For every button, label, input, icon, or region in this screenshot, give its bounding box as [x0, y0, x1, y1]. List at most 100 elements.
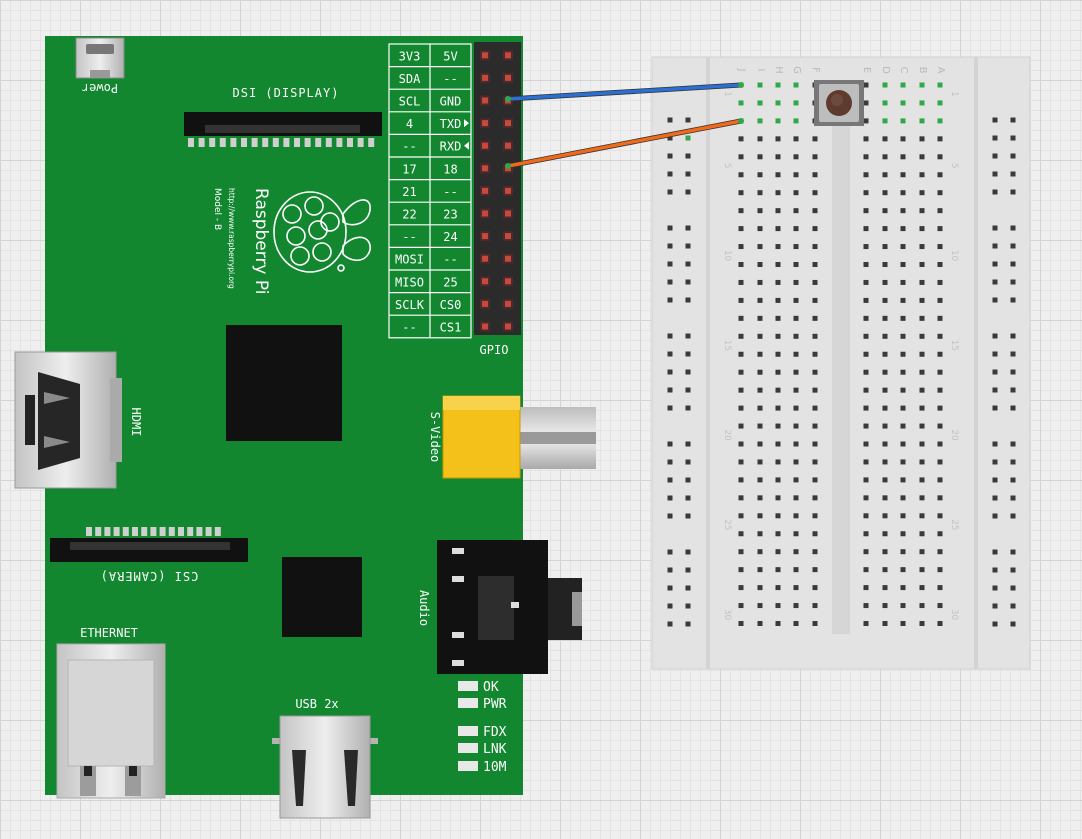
breadboard-hole	[919, 477, 925, 483]
breadboard-hole	[882, 136, 888, 142]
power-rail-hole	[685, 477, 691, 483]
breadboard-column-label: B	[917, 67, 928, 74]
breadboard-hole	[937, 208, 943, 214]
breadboard-hole	[882, 172, 888, 178]
breadboard-hole	[882, 208, 888, 214]
power-rail-hole	[667, 369, 673, 375]
gpio-pin-label: SCL	[399, 94, 421, 108]
breadboard-hole	[919, 387, 925, 393]
gpio-pin-label: MISO	[395, 275, 424, 289]
breadboard-hole	[900, 441, 906, 447]
breadboard-hole	[863, 513, 869, 519]
gpio-pin-label: 18	[443, 162, 457, 176]
breadboard-hole	[738, 351, 744, 357]
gpio-pin-label: MOSI	[395, 253, 424, 267]
power-rail-hole	[1010, 297, 1016, 303]
breadboard-hole	[863, 190, 869, 196]
pushbutton[interactable]	[814, 80, 864, 126]
power-rail-hole	[992, 549, 998, 555]
csi-pin	[104, 527, 111, 536]
breadboard-hole	[882, 585, 888, 591]
power-rail-hole	[992, 153, 998, 159]
csi-pin	[178, 527, 184, 536]
breadboard-hole	[757, 154, 763, 160]
breadboard-hole	[919, 369, 925, 375]
breadboard-hole	[900, 405, 906, 411]
status-led-label: OK	[483, 680, 499, 695]
status-led-label: FDX	[483, 725, 507, 740]
dsi-pin	[262, 138, 269, 147]
power-rail-hole	[1010, 549, 1016, 555]
orange-wire[interactable]	[506, 119, 743, 168]
breadboard-hole	[863, 549, 869, 555]
breadboard-hole	[757, 513, 763, 519]
breadboard-hole	[775, 154, 781, 160]
breadboard-hole	[882, 82, 888, 88]
dsi-pin	[368, 138, 375, 147]
breadboard-hole	[775, 262, 781, 267]
breadboard-hole	[900, 82, 906, 88]
power-rail-hole	[685, 369, 691, 375]
power-rail-hole	[667, 621, 673, 627]
breadboard-hole	[812, 136, 818, 142]
breadboard-hole	[793, 136, 799, 142]
breadboard-hole	[937, 100, 943, 106]
dsi-pin	[304, 138, 311, 147]
breadboard-hole	[775, 513, 781, 519]
breadboard-hole	[775, 315, 781, 321]
breadboard-hole	[937, 585, 943, 591]
breadboard-hole	[863, 226, 869, 232]
status-led-label: LNK	[483, 742, 507, 757]
dsi-pin	[283, 138, 290, 147]
raspberry-pi-board: Power DSI (DISPLAY) Raspberry Pi http://…	[14, 36, 596, 819]
dsi-pin	[230, 138, 237, 147]
breadboard-hole	[775, 441, 781, 447]
power-rail-hole	[685, 153, 691, 159]
breadboard-hole	[793, 405, 799, 411]
breadboard-hole	[919, 118, 925, 124]
breadboard-hole	[793, 118, 799, 124]
blue-wire[interactable]	[506, 83, 743, 101]
breadboard-hole	[882, 118, 888, 124]
ethernet-label: ETHERNET	[80, 626, 138, 640]
breadboard-hole	[937, 226, 943, 232]
breadboard-hole	[757, 423, 763, 429]
breadboard-hole	[775, 297, 781, 303]
power-rail-hole	[685, 495, 691, 501]
breadboard-hole	[937, 405, 943, 411]
breadboard-hole	[812, 297, 818, 303]
breadboard-hole	[775, 118, 781, 124]
dsi-pin	[272, 138, 279, 147]
breadboard-hole	[900, 100, 906, 106]
power-rail-hole	[667, 603, 673, 609]
gpio-pin-label: 3V3	[399, 49, 421, 63]
breadboard-hole	[775, 405, 781, 411]
dsi-pin	[325, 138, 332, 147]
breadboard-hole	[793, 82, 799, 88]
ethernet-controller-chip	[282, 557, 362, 637]
breadboard-row-number: 20	[722, 429, 732, 441]
breadboard-hole	[863, 279, 869, 285]
breadboard-hole	[738, 190, 744, 196]
breadboard-row-number: 25	[722, 519, 732, 530]
breadboard-hole	[937, 621, 943, 626]
breadboard-hole	[919, 154, 925, 160]
breadboard-column-label: G	[791, 66, 802, 74]
breadboard-hole	[937, 549, 943, 555]
breadboard-hole	[937, 459, 943, 465]
breadboard-hole	[882, 297, 888, 303]
power-rail-hole	[1010, 405, 1016, 411]
gpio-header	[474, 42, 521, 335]
power-rail-hole	[685, 513, 691, 519]
power-rail-hole	[992, 621, 998, 627]
breadboard-hole	[863, 262, 869, 267]
breadboard-hole	[793, 244, 799, 250]
ethernet-connector	[56, 643, 166, 799]
power-rail-hole	[685, 405, 691, 411]
breadboard-hole	[937, 279, 943, 285]
breadboard-hole	[793, 423, 799, 429]
breadboard-row-number: 1	[722, 91, 732, 97]
dsi-pin	[188, 138, 194, 147]
gpio-pin-label: 5V	[443, 49, 457, 63]
